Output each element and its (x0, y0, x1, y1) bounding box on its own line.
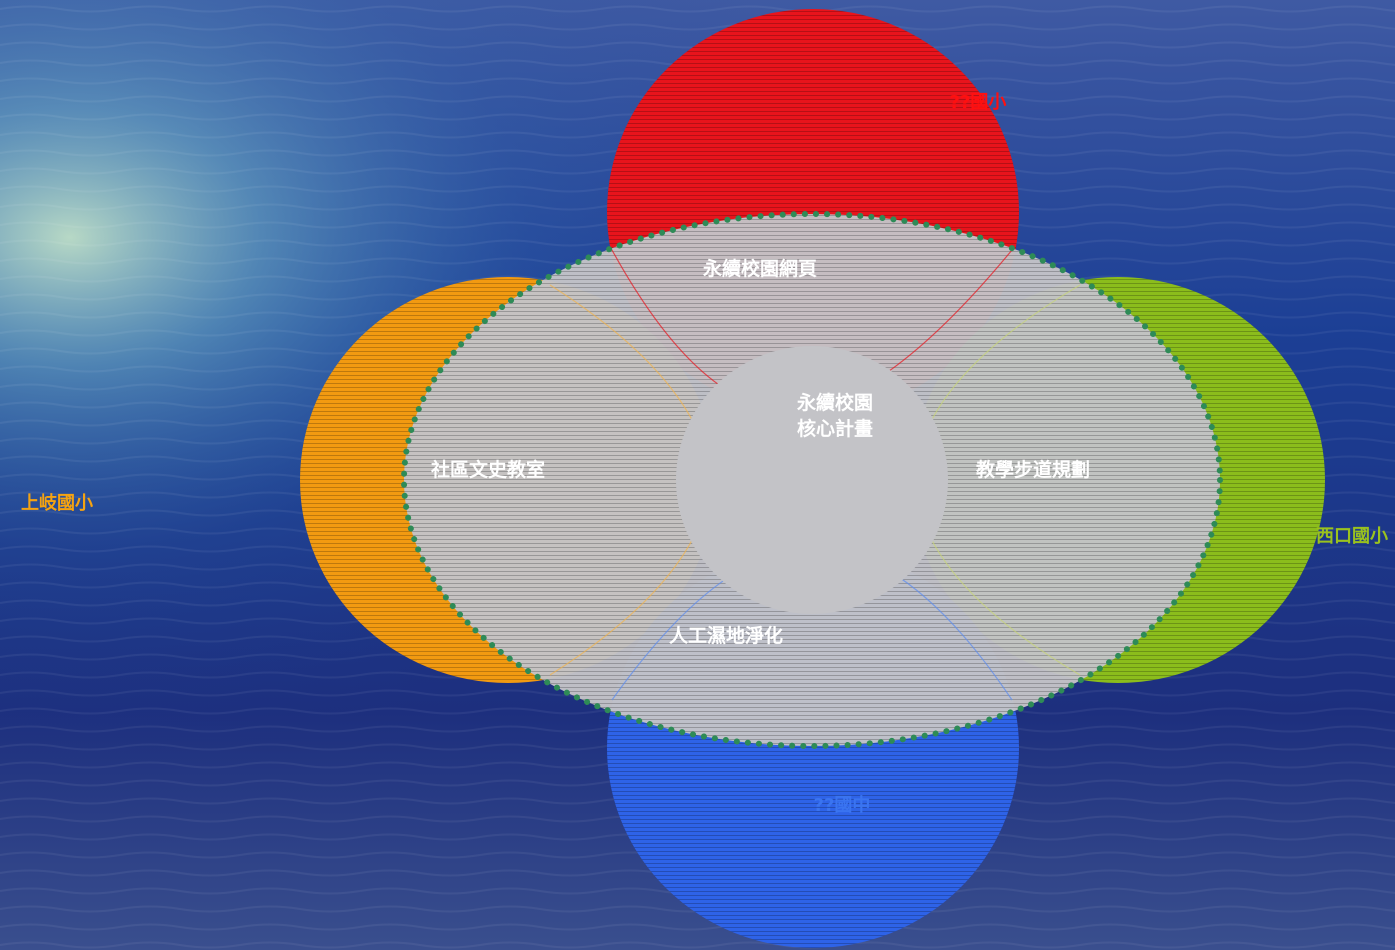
project-label-left: 社區文史教室 (430, 458, 545, 481)
core-label-line2: 核心計畫 (797, 417, 873, 440)
school-label-bottom: ??國中 (814, 794, 871, 816)
core-label-line1: 永續校園 (796, 391, 873, 414)
school-label-top: ??國小 (950, 92, 1007, 113)
school-label-left: 上岐國小 (21, 492, 93, 514)
school-label-right: 西口國小 (1316, 526, 1388, 547)
project-label-right: 教學步道規劃 (976, 458, 1090, 481)
central-dotted-border (401, 211, 1223, 749)
project-label-bottom: 人工濕地淨化 (669, 624, 783, 647)
core-circle (676, 346, 948, 614)
project-label-top: 永續校園網頁 (702, 257, 817, 280)
